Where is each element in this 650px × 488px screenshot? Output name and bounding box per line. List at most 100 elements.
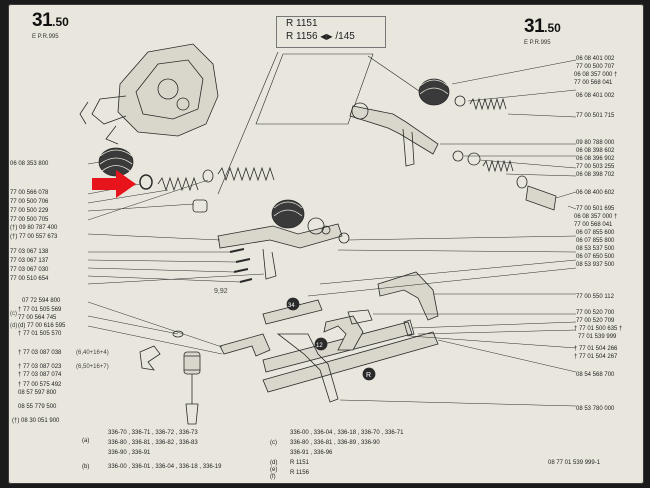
part-label: (d) 77 00 616 595 [18,323,66,329]
part-label: (†) 77 00 557 673 [10,234,58,240]
part-label: 77 03 067 030 [10,267,49,273]
spring-left [157,176,199,192]
model-line-2-text: R 1156 [286,31,318,42]
part-label: 08 53 537 500 [576,246,615,252]
svg-text:12: 12 [316,343,323,349]
part-label: 06 08 357 000 † [574,214,618,220]
part-label: 06 08 396 902 [576,156,615,162]
svg-text:34: 34 [288,303,295,309]
part-label: 06 08 398 702 [576,172,615,178]
part-label: 06 08 401 002 [576,56,615,62]
shim-size-a: (6,40+16+4) [76,350,109,356]
svg-text:R: R [366,372,371,379]
part-label: 06 08 353 800 [10,161,49,167]
part-label: 77 01 539 999 [578,334,617,340]
part-label: † 77 03 087 074 [18,372,62,378]
part-label: 06 08 401 002 [576,93,615,99]
table-row: R 1156 [290,470,309,476]
part-label: 06 08 357 000 † [574,72,618,78]
page-number-right-sub: .50 [544,21,561,35]
table-row: 336-70 , 336-71 , 336-72 , 336-73 [108,430,198,436]
part-label: 08 53 780 000 [576,406,615,412]
table-row: 336-91 , 336-96 [290,450,333,456]
part-label: 77 00 520 700 [576,310,615,316]
spring-middle [217,166,275,182]
part-label: † 77 01 504 266 [574,346,618,352]
row-letter-b: (b) [82,464,90,470]
part-label: 08 53 937 500 [576,262,615,268]
part-label: 08 54 568 700 [576,372,615,378]
part-label: 77 00 501 715 [576,113,615,119]
red-pointer-arrow-icon [92,170,136,198]
part-label: 77 00 500 229 [10,208,49,214]
page-number-right-main: 31 [524,16,545,37]
part-label: 06 07 650 500 [576,254,615,260]
shift-rod-lower: R [262,331,439,393]
letter-d: (d) [10,323,18,329]
part-label: 77 00 520 709 [576,318,615,324]
part-label: 77 00 500 706 [10,199,49,205]
model-suffix: /145 [335,31,355,42]
row-letter-c: (c) [270,440,277,446]
rubber-boot-middle [271,199,305,229]
part-label: 07 72 594 800 [22,298,61,304]
row-letter-d: (d) [270,460,278,466]
row-letter-f: (f) [270,474,276,480]
part-label: 09 80 788 000 [576,140,615,146]
part-label: † 77 03 087 038 [18,350,62,356]
table-row: 336-80 , 336-81 , 336-82 , 336-83 [108,440,198,446]
model-header-box [276,16,386,48]
shift-rod-upper: 34 [262,297,323,325]
page-code-left: E P.R.995 [32,34,59,40]
part-label: 06 07 855 600 [576,230,615,236]
parts-catalog-page: 31.50 E P.R.995 31.50 E P.R.995 R 1151 R… [8,4,644,484]
row-letter-e: (e) [270,467,278,473]
rubber-boot-right [418,78,450,106]
part-label: 77 00 550 112 [576,294,614,300]
model-line-1: R 1151 [286,18,318,29]
part-label: (†) 08 30 051 900 [12,418,60,424]
part-label: 77 03 067 138 [10,249,49,255]
page-number-left: 31.50 [32,10,69,32]
catalog-footer: 08 77 01 539 999-1 [548,460,601,466]
page-number-left-sub: .50 [52,15,69,29]
table-row: 336-00 , 336-01 , 336-04 , 336-18 , 336-… [108,464,222,470]
table-row: 336-80 , 336-81 , 336-89 , 336-90 [290,440,380,446]
part-label: 77 00 510 654 [10,276,49,282]
part-label: (†) 09 80 787 400 [10,225,58,231]
table-row: 336-90 , 336-91 [108,450,151,456]
gearbox-housing-sketch [79,43,219,145]
part-label: 77 03 067 137 [10,258,49,264]
part-label: 77 00 501 695 [576,206,615,212]
part-label: 77 00 568 041 [574,80,613,86]
arrows-icon: ◀▶ [320,32,333,41]
part-label: † 77 01 504 267 [574,354,618,360]
part-label: 06 07 855 800 [576,238,615,244]
part-label: 08 55 779 500 [18,404,57,410]
page-code-right: E P.R.995 [524,40,551,46]
part-label: † 77 03 087 023 [18,364,62,370]
page-number-right: 31.50 [524,16,561,38]
part-label: † 77 01 500 635 † [574,326,623,332]
part-label: 06 08 398 602 [576,148,615,154]
speedometer-drive-assembly [183,351,201,425]
part-label: 08 57 597 800 [18,390,57,396]
shift-fork-reverse [377,271,439,321]
part-label: 77 00 500 707 [576,64,615,70]
part-label: † 77 01 505 570 [18,331,62,337]
dimension-label: 9,92 [214,288,228,295]
rubber-boot-left [98,147,134,177]
part-label: † 77 01 505 569 [18,307,62,313]
shift-fork-34 [219,333,271,357]
page-number-left-main: 31 [32,10,53,31]
part-label: 77 00 568 041 [574,222,613,228]
part-label: 77 00 564 745 [18,315,57,321]
part-label: 77 00 500 705 [10,217,49,223]
model-line-2: R 1156 ◀▶ /145 [286,31,355,42]
row-letter-a: (a) [82,438,90,444]
table-row: 336-00 , 336-04 , 336-18 , 336-70 , 336-… [290,430,404,436]
letter-c: (c) [10,311,17,317]
shim-size-b: (6,50+16+7) [76,364,109,370]
exploded-gearbox-drawing: R 12 34 [79,43,577,425]
part-label: 06 08 400 602 [576,190,615,196]
